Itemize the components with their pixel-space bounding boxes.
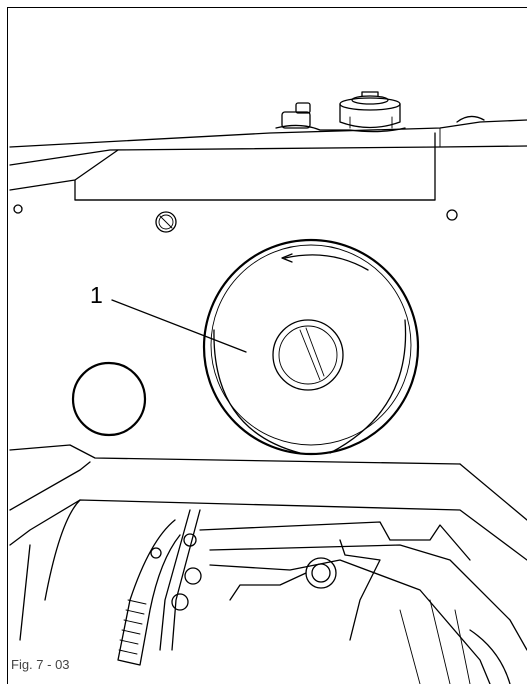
screw-upper [155,211,177,233]
handwheel [202,238,420,456]
bed-frame [9,444,527,641]
hole-right [446,209,458,221]
hole-left [13,204,23,214]
figure-caption: Fig. 7 - 03 [11,657,70,672]
callout-leader-line [111,299,247,353]
upper-arm-housing [9,115,527,201]
figure-frame [7,7,527,684]
round-cover-plug [71,361,147,437]
drive-mechanism [117,509,527,684]
bobbin-winder-assembly [275,91,406,133]
callout-label-1: 1 [90,282,103,308]
